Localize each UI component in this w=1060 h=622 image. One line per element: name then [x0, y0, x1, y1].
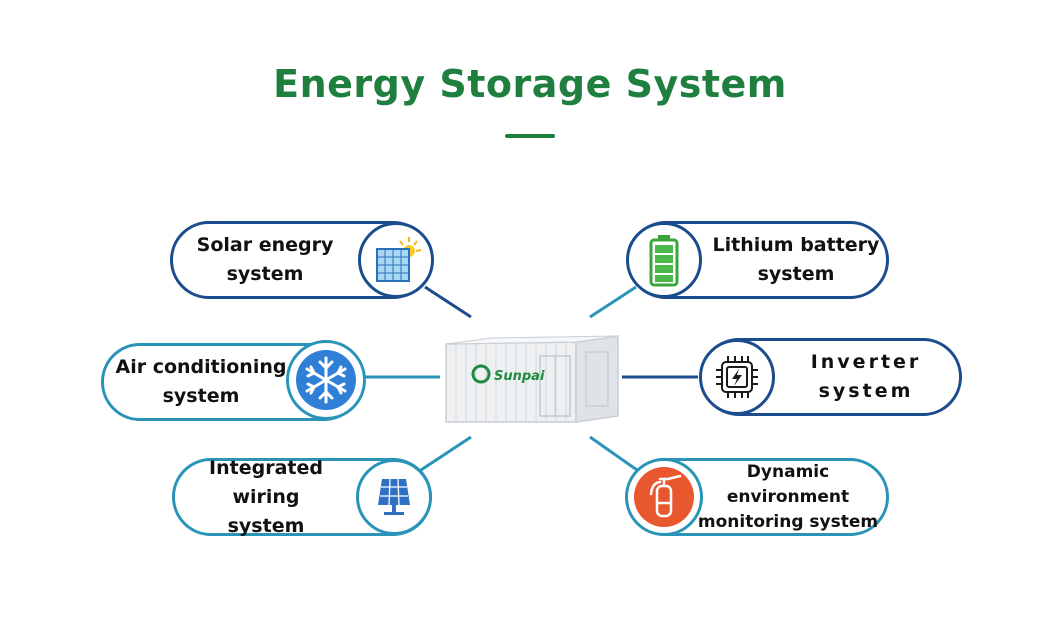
feature-label-line: system [227, 514, 305, 537]
energy-storage-container: Sunpai [445, 335, 619, 423]
fire-extinguisher-icon [625, 458, 703, 536]
feature-label-line: Dynamic [746, 461, 830, 482]
inverter-chip-icon [699, 339, 775, 415]
connector-monitoring [589, 435, 638, 472]
title-underline [505, 134, 555, 138]
feature-label-line: Inverter [810, 351, 922, 373]
connector-solar [424, 285, 472, 319]
feature-label-line: Integrated wiring [209, 456, 323, 508]
feature-label-line: Lithium battery [712, 234, 880, 256]
feature-label-line: system [162, 385, 240, 407]
solar-sun-icon [358, 222, 434, 298]
feature-label-line: monitoring system [697, 511, 879, 532]
connector-battery [589, 285, 637, 319]
connector-wiring [420, 435, 472, 472]
solar-panel-icon [356, 459, 432, 535]
container-brand-logo: Sunpai [494, 369, 545, 384]
feature-label-line: system [818, 380, 914, 402]
feature-label-line: system [757, 263, 835, 285]
feature-label-line: Solar enegry [196, 234, 334, 256]
feature-label-line: Air conditioning [115, 356, 287, 378]
feature-label-line: environment [726, 486, 850, 507]
page-title: Energy Storage System [273, 62, 787, 106]
battery-icon [626, 222, 702, 298]
snowflake-icon [286, 340, 366, 420]
feature-label-line: system [226, 263, 304, 285]
